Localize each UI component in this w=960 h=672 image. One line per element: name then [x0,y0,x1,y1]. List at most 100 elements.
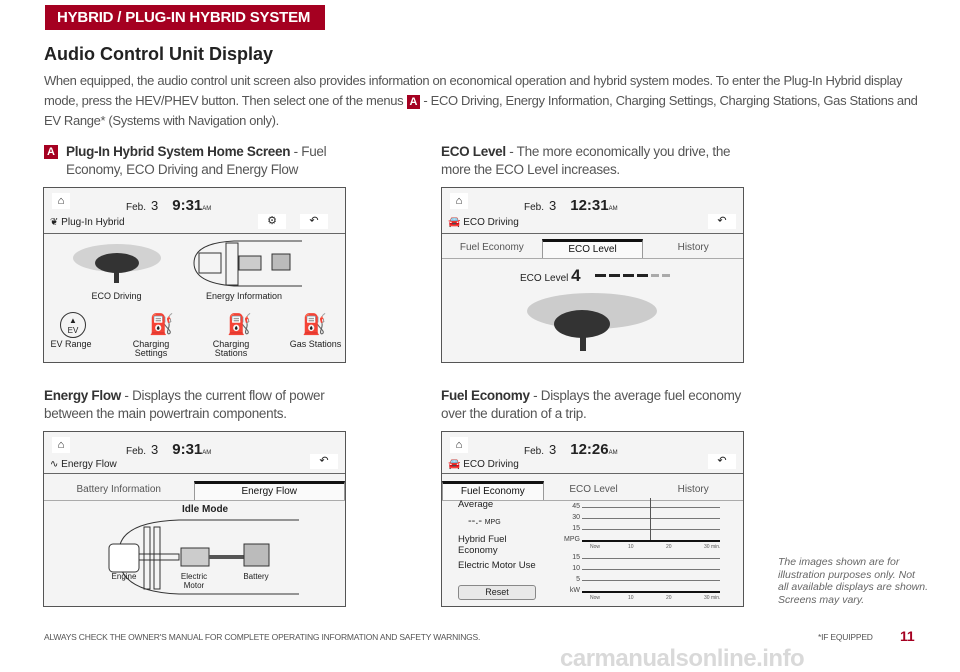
gridline [582,507,720,508]
caption-fuel: Fuel Economy - Displays the average fuel… [441,387,741,423]
gridline [582,518,720,519]
y-tick-label: 15 [572,554,580,561]
caption-text: - The more economically you drive, the m… [441,144,731,177]
x-tick-label: 20 [666,544,672,550]
x-tick-label: 30 min. [704,544,721,550]
engine-label: Engine [111,572,137,581]
motor-label: Electric Motor [180,572,208,590]
back-icon: ↶ [319,455,329,467]
menu-eco-driving[interactable]: ECO Driving [91,291,142,301]
y-tick-label: 10 [572,565,580,572]
eco-level-segment [637,274,648,277]
gridline [582,569,720,570]
eco-level-segment [662,274,670,277]
gridline [582,558,720,559]
home-icon[interactable]: ⌂ [450,437,468,453]
caption-text: - Displays the average fuel economy over… [441,388,741,421]
back-icon: ↶ [717,455,727,467]
car-icon: 🚘 [448,459,464,470]
x-tick-label: Now [590,595,601,601]
eco-tree-icon[interactable] [69,238,164,288]
tab-eco-level[interactable]: ECO Level [569,484,618,495]
menu-energy-information[interactable]: Energy Information [205,291,283,301]
reset-button[interactable]: Reset [458,585,536,600]
menu-ev-range[interactable]: EV Range [50,339,92,349]
home-icon[interactable]: ⌂ [52,437,70,453]
tab-battery-information[interactable]: Battery Information [76,484,161,495]
fuel-stats: Average --.- MPG Hybrid Fuel Economy Ele… [458,499,548,571]
back-button[interactable]: ↶ [708,454,736,469]
x-tick-label: 10 [628,595,634,601]
back-button[interactable]: ↶ [310,454,338,469]
tab-eco-level[interactable]: ECO Level [541,239,644,258]
ev-range-icon[interactable]: ▲EV [60,312,86,338]
charging-stations-icon[interactable]: ⛽ [227,314,252,336]
mode-label: 🚘 ECO Driving [448,459,519,470]
gridline [582,591,720,593]
settings-button[interactable]: ⚙ [258,214,286,229]
y-tick-label: 15 [572,525,580,532]
eco-level-segment [623,274,634,277]
y-tick-label: 45 [572,503,580,510]
watermark: carmanualsonline.info [560,645,805,672]
tab-energy-flow[interactable]: Energy Flow [193,481,345,500]
leaf-icon: ❦ [50,217,62,228]
graph-icon: ∿ [50,459,62,470]
home-icon[interactable]: ⌂ [52,193,70,209]
tab-bar: Fuel Economy ECO Level History [442,481,743,501]
gridline [582,529,720,530]
electric-label: Electric Motor Use [458,560,536,571]
menu-charging-settings[interactable]: Charging Settings [132,339,170,358]
intro-text-2: - ECO Driving, Energy Information, Charg… [44,93,918,128]
back-button[interactable]: ↶ [708,214,736,229]
eco-level-bars [595,274,670,277]
energy-info-icon[interactable] [184,238,314,290]
gridline [582,540,720,542]
tab-fuel-economy[interactable]: Fuel Economy [442,481,544,500]
menu-charging-stations[interactable]: Charging Stations [212,339,250,358]
tab-bar: Battery Information Energy Flow [44,481,345,501]
gear-icon: ⚙ [267,215,277,227]
car-icon: 🚘 [448,217,464,228]
footer-warning: ALWAYS CHECK THE OWNER'S MANUAL FOR COMP… [44,632,481,642]
x-tick-label: Now [590,544,601,550]
mode-label: ❦ Plug-In Hybrid [50,217,125,228]
home-icon[interactable]: ⌂ [450,193,468,209]
page-number: 11 [900,628,915,644]
intro-text: When equipped, the audio control unit sc… [44,73,903,108]
footer-equipped: *IF EQUIPPED [818,632,873,642]
eco-level-segment [609,274,620,277]
average-label: Average [458,499,494,510]
menu-gas-stations[interactable]: Gas Stations [289,339,342,349]
caption-bold: ECO Level [441,144,506,159]
caption-text: - Fuel Economy, ECO Driving and Energy F… [66,144,327,177]
eco-level-readout: ECO Level 4 [520,266,581,285]
callout-badge: A [44,145,58,159]
caption-bold: Fuel Economy [441,388,530,403]
mode-label: 🚘 ECO Driving [448,217,519,228]
hybrid-label: Hybrid Fuel Economy [458,534,507,556]
tab-history[interactable]: History [677,484,709,495]
average-unit: MPG [484,519,501,526]
battery-label: Battery [243,572,269,581]
tab-history[interactable]: History [677,242,709,253]
intro-paragraph: When equipped, the audio control unit sc… [44,71,924,131]
disclaimer-note: The images shown are for illustration pu… [778,556,928,606]
tab-fuel-economy[interactable]: Fuel Economy [459,242,524,253]
y-tick-label: 5 [576,576,580,583]
eco-tree-icon [527,293,657,351]
charging-settings-icon[interactable]: ⛽ [149,314,174,336]
eco-level-segment [651,274,659,277]
gas-stations-icon[interactable]: ⛽ [302,314,327,336]
y-tick-label: 30 [572,514,580,521]
back-button[interactable]: ↶ [300,214,328,229]
back-icon: ↶ [309,215,319,227]
